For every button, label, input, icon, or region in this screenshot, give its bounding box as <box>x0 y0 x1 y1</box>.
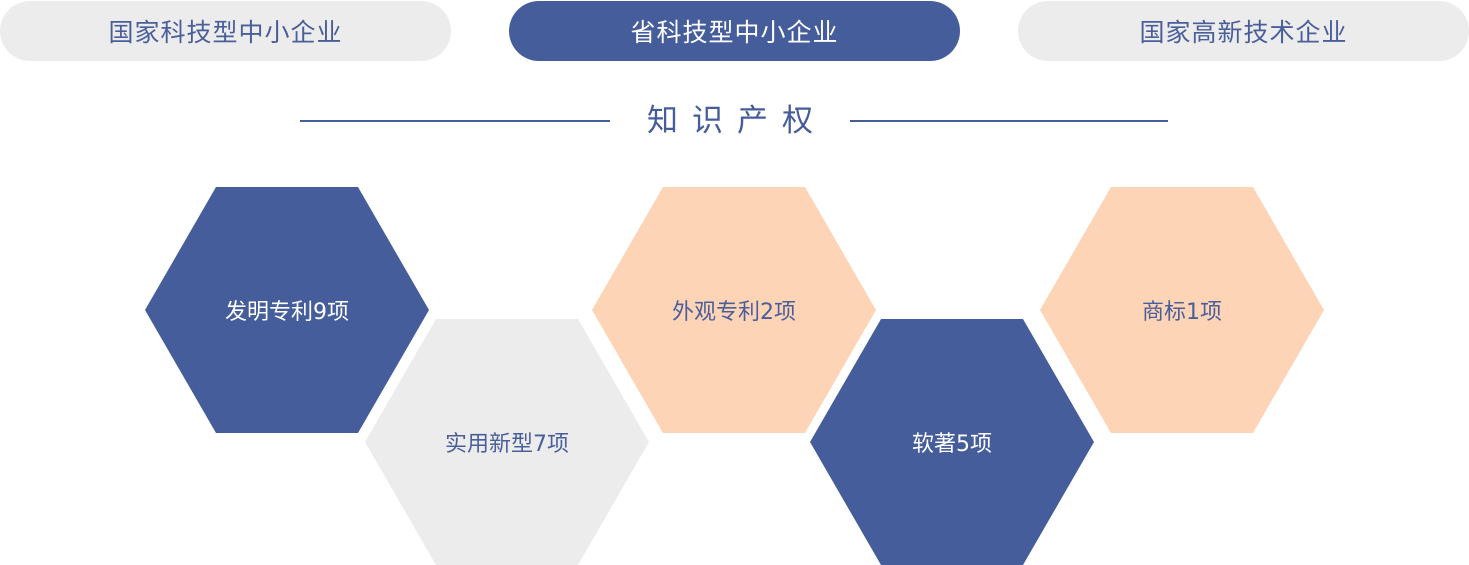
section-heading: 知识产权 <box>300 96 1168 146</box>
tab-label: 国家科技型中小企业 <box>108 18 343 47</box>
heading-divider-right <box>850 120 1168 122</box>
tab-national-high-tech[interactable]: 国家高新技术企业 <box>1018 1 1469 61</box>
hexagon-label: 软著5项 <box>912 432 992 457</box>
hexagon-label: 外观专利2项 <box>672 300 796 325</box>
heading-divider-left <box>300 120 610 122</box>
hexagon-label: 实用新型7项 <box>445 432 569 457</box>
hexagon-invention-patents: 发明专利9项 <box>145 187 429 433</box>
tab-label: 省科技型中小企业 <box>630 18 839 47</box>
hexagon-software-copyrights: 软著5项 <box>810 319 1094 565</box>
tab-provincial-sme[interactable]: 省科技型中小企业 <box>509 1 960 61</box>
hexagon-utility-models: 实用新型7项 <box>365 319 649 565</box>
tab-national-sme[interactable]: 国家科技型中小企业 <box>0 1 451 61</box>
hexagon-label: 商标1项 <box>1142 300 1222 325</box>
section-title: 知识产权 <box>647 103 827 139</box>
hexagon-label: 发明专利9项 <box>225 300 349 325</box>
hexagon-trademarks: 商标1项 <box>1040 187 1324 433</box>
hexagon-design-patents: 外观专利2项 <box>592 187 876 433</box>
tab-label: 国家高新技术企业 <box>1139 18 1348 47</box>
